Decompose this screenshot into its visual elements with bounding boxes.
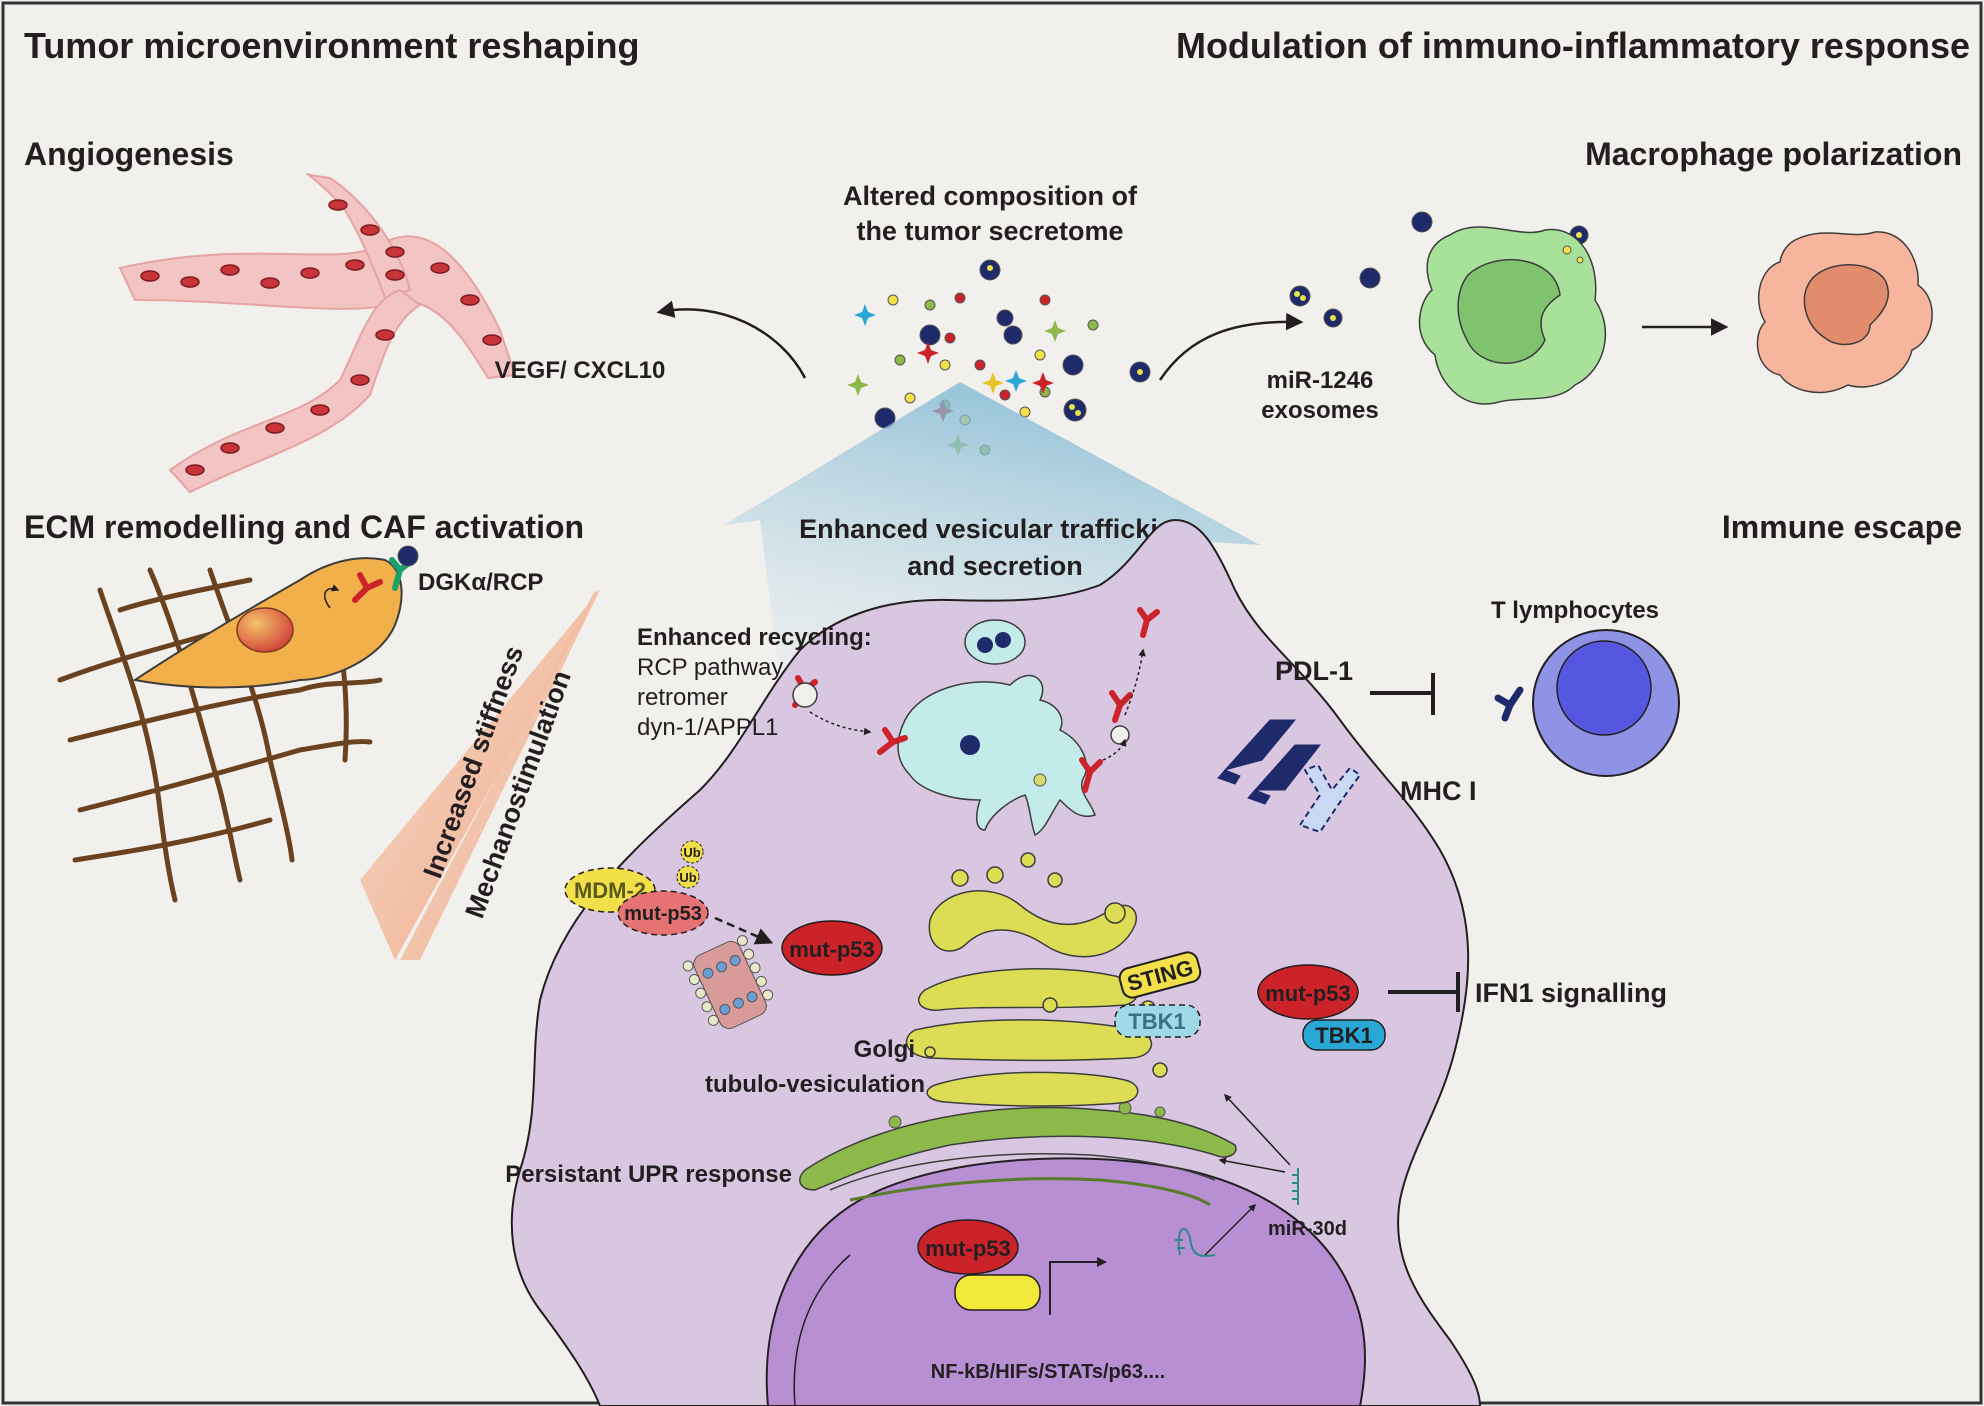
cancer-cell xyxy=(510,518,1482,1406)
tcr-receptor xyxy=(1494,686,1524,722)
recycling-item-2: retromer xyxy=(637,684,728,711)
golgi-label-line2: tubulo-vesiculation xyxy=(705,1071,925,1098)
golgi-label-line1: Golgi xyxy=(854,1036,915,1063)
degradation-arrow xyxy=(714,916,774,945)
tme-title: Tumor microenvironment reshaping xyxy=(24,25,639,66)
mutp53-cytoplasm: mut-p53 xyxy=(781,920,883,976)
mir30d-arrow-nucleus xyxy=(1204,1203,1257,1256)
vegf-arrow xyxy=(656,300,807,379)
angiogenesis-label: Angiogenesis xyxy=(24,136,234,172)
vegf-label: VEGF/ CXCL10 xyxy=(495,357,666,384)
mir30d-icon xyxy=(1292,1168,1299,1205)
secretome-particles xyxy=(847,259,1151,456)
proteasome-icon xyxy=(682,935,774,1030)
ecm-label: ECM remodelling and CAF activation xyxy=(24,509,584,545)
macrophage-m1 xyxy=(1418,226,1607,405)
pdl1-inhibition xyxy=(1370,673,1435,715)
pdl1-label: PDL-1 xyxy=(1275,656,1353,686)
ifn-inhibition xyxy=(1388,972,1460,1012)
endoplasmic-reticulum xyxy=(799,1101,1237,1207)
transcription-factor xyxy=(954,1274,1041,1311)
immune-escape-label: Immune escape xyxy=(1722,509,1962,545)
secretome-label-line1: Altered composition of xyxy=(843,181,1138,211)
mutp53-nuclear: mut-p53 xyxy=(917,1219,1041,1311)
recycling-item-1: RCP pathway xyxy=(637,654,783,681)
stiffness-wedge xyxy=(360,590,600,960)
vesicle-top xyxy=(964,619,1026,665)
immuno-title: Modulation of immuno-inflammatory respon… xyxy=(1176,25,1970,66)
t-lymphocyte xyxy=(1532,629,1680,777)
mhc-label: MHC I xyxy=(1400,776,1477,806)
pdl1-receptors xyxy=(1217,719,1322,805)
tbk1-label-dashed: TBK1 xyxy=(1128,1009,1185,1034)
upr-label: Persistant UPR response xyxy=(505,1161,792,1188)
vesicular-label-line1: Enhanced vesicular trafficking xyxy=(799,514,1191,544)
mhc-receptor xyxy=(1298,763,1362,834)
mirna-transcript xyxy=(1175,1227,1216,1257)
macrophage-label: Macrophage polarization xyxy=(1585,136,1962,172)
mir1246-label-line2: exosomes xyxy=(1261,397,1378,424)
secretome-label-line2: the tumor secretome xyxy=(856,216,1123,246)
mir30d-arrow-er xyxy=(1218,1157,1286,1173)
ifn-label: IFN1 signalling xyxy=(1475,978,1667,1008)
vesicular-label-line2: and secretion xyxy=(907,551,1083,581)
mutp53-mdm2-label: mut-p53 xyxy=(624,903,702,925)
tbk1-badge-dashed: TBK1 xyxy=(1114,1004,1201,1038)
exosome-arrow xyxy=(1158,312,1304,381)
mdm2-complex: MDM-2 mut-p53 Ub Ub xyxy=(564,840,709,936)
transcription-arrow xyxy=(1049,1257,1107,1315)
recycling-title: Enhanced recycling: xyxy=(637,624,872,651)
caf-cell xyxy=(132,557,403,689)
recycling-item-3: dyn-1/APPL1 xyxy=(637,714,778,741)
ecm-mesh xyxy=(57,567,403,903)
recycling-endosome xyxy=(897,674,1096,837)
stiffness-wedge-edge xyxy=(400,590,600,960)
mutp53-tbk1-complex: mut-p53 TBK1 xyxy=(1257,964,1386,1051)
nucleus xyxy=(765,1157,1366,1406)
trafficking-arrows xyxy=(809,648,1146,761)
mir30d-label: miR-30d xyxy=(1268,1218,1347,1240)
recycling-receptors xyxy=(792,607,1160,793)
blood-vessels xyxy=(118,172,517,494)
dgk-label: DGKα/RCP xyxy=(418,569,543,596)
golgi-apparatus xyxy=(905,852,1168,1107)
tbk1-label: TBK1 xyxy=(1315,1023,1372,1048)
mutp53-cytoplasm-label: mut-p53 xyxy=(789,937,875,962)
mutp53-nuclear-label: mut-p53 xyxy=(925,1236,1011,1261)
mutp53-tbk1-label: mut-p53 xyxy=(1265,981,1351,1006)
mir1246-label-line1: miR-1246 xyxy=(1267,367,1374,394)
t-lymphocytes-label: T lymphocytes xyxy=(1491,597,1659,624)
tf-label: NF-kB/HIFs/STATs/p63.... xyxy=(931,1361,1165,1383)
dgk-rcp-receptor xyxy=(352,545,419,603)
mir30d-arrow-golgi xyxy=(1223,1093,1291,1166)
ub-label-1: Ub xyxy=(683,845,700,860)
ub-label-2: Ub xyxy=(679,870,696,885)
macrophage-m2 xyxy=(1756,231,1933,394)
